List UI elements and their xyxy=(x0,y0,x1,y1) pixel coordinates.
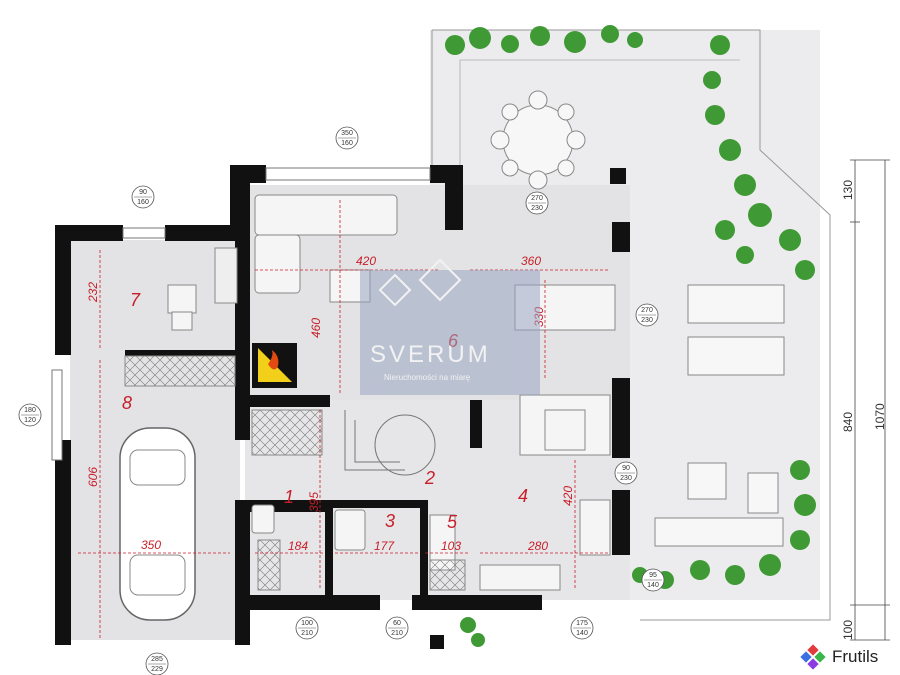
dim-room1-width: 184 xyxy=(288,539,308,553)
opening-label: 350 160 xyxy=(335,126,359,150)
opening-label: 90 160 xyxy=(131,185,155,209)
dim-room7-height: 232 xyxy=(86,282,100,303)
dim-room4-width: 280 xyxy=(527,539,548,553)
svg-text:160: 160 xyxy=(341,140,353,147)
room-number-3: 3 xyxy=(385,511,395,531)
dim-room6-height: 460 xyxy=(309,318,323,338)
dim-kitchen-width: 360 xyxy=(521,254,541,268)
svg-text:100: 100 xyxy=(301,620,313,627)
room-number-1: 1 xyxy=(284,487,294,507)
garage-car xyxy=(119,427,196,621)
room-number-8: 8 xyxy=(122,393,132,413)
ext-dim-1070: 1070 xyxy=(873,403,887,430)
svg-text:90: 90 xyxy=(139,189,147,196)
windows xyxy=(51,167,431,461)
opening-label: 270 230 xyxy=(635,303,659,327)
room-number-5: 5 xyxy=(447,512,458,532)
svg-text:60: 60 xyxy=(393,620,401,627)
dim-room5-width: 103 xyxy=(441,539,461,553)
svg-text:90: 90 xyxy=(622,465,630,472)
opening-label: 175 140 xyxy=(570,616,594,640)
svg-text:210: 210 xyxy=(301,630,313,637)
fireplace xyxy=(252,343,297,388)
room-number-4: 4 xyxy=(518,486,528,506)
dim-room4-height: 420 xyxy=(561,486,575,506)
footer-brand: Frutils xyxy=(800,644,879,670)
svg-text:230: 230 xyxy=(531,205,543,212)
ext-dim-840: 840 xyxy=(841,412,855,432)
watermark-brand: SVERUM xyxy=(370,341,491,368)
dim-room6-width: 420 xyxy=(356,254,376,268)
terrace-outline xyxy=(431,29,831,621)
svg-text:270: 270 xyxy=(641,307,653,314)
brand-name: Frutils xyxy=(832,647,879,666)
watermark-tagline: Nieruchomości na miarę xyxy=(384,373,471,382)
ext-dim-130: 130 xyxy=(841,180,855,200)
svg-text:270: 270 xyxy=(531,195,543,202)
round-table xyxy=(490,90,586,190)
svg-text:180: 180 xyxy=(24,407,36,414)
svg-text:210: 210 xyxy=(391,630,403,637)
svg-text:140: 140 xyxy=(576,630,588,637)
walls xyxy=(55,165,630,649)
opening-label: 285 229 xyxy=(145,652,169,675)
room-number-2: 2 xyxy=(424,468,435,488)
svg-text:175: 175 xyxy=(576,620,588,627)
dim-room1-height: 395 xyxy=(307,492,321,512)
dim-room8-height: 606 xyxy=(86,467,100,487)
frutils-logo-icon xyxy=(800,644,826,670)
opening-label: 270 230 xyxy=(525,191,549,215)
sunbeds xyxy=(654,284,785,547)
stairs xyxy=(344,410,436,476)
opening-label: 180 120 xyxy=(18,403,42,427)
svg-text:95: 95 xyxy=(649,572,657,579)
svg-text:120: 120 xyxy=(24,417,36,424)
opening-label: 100 210 xyxy=(295,616,319,640)
dim-room3-width: 177 xyxy=(374,539,395,553)
plants xyxy=(445,25,816,647)
watermark: SVERUM Nieruchomości na miarę xyxy=(360,258,540,395)
svg-text:160: 160 xyxy=(137,199,149,206)
svg-text:230: 230 xyxy=(620,475,632,482)
opening-label: 90 230 xyxy=(614,461,638,485)
svg-text:350: 350 xyxy=(341,130,353,137)
room-number-7: 7 xyxy=(130,290,141,310)
floor-room-7 xyxy=(70,240,240,350)
ext-dim-100: 100 xyxy=(841,620,855,640)
furniture xyxy=(124,194,616,591)
external-dimension-lines xyxy=(850,159,890,641)
svg-text:140: 140 xyxy=(647,582,659,589)
opening-label: 95 140 xyxy=(641,568,665,592)
svg-text:285: 285 xyxy=(151,656,163,663)
svg-text:229: 229 xyxy=(151,666,163,673)
dim-room8-width: 350 xyxy=(141,538,161,552)
svg-text:230: 230 xyxy=(641,317,653,324)
opening-label: 60 210 xyxy=(385,616,409,640)
